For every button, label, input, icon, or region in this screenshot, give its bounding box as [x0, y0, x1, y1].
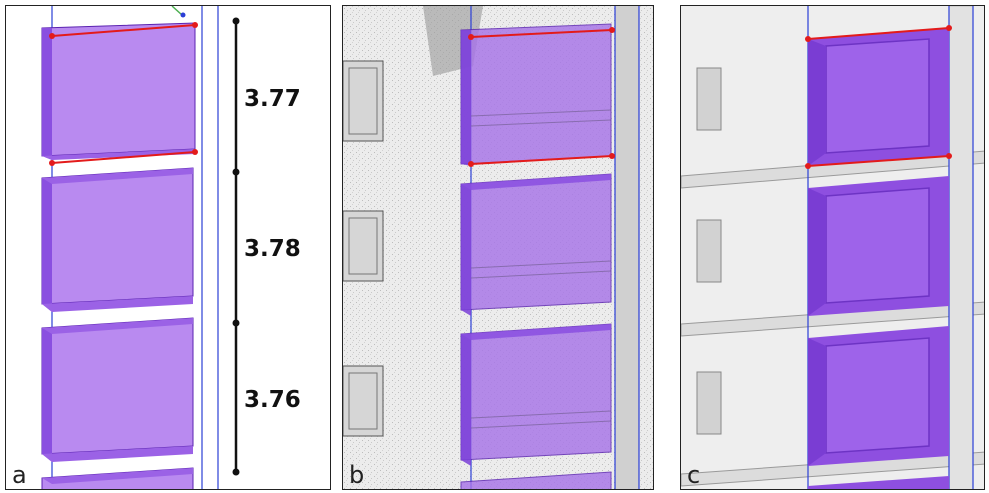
- window: [343, 210, 384, 282]
- volume-block: [808, 176, 949, 316]
- measurement-label: 3.78: [244, 236, 301, 262]
- panel-a-drawing: [41, 6, 240, 489]
- volume-block: [460, 23, 612, 166]
- volume-block: [808, 326, 949, 466]
- measurement-label: 3.76: [244, 387, 301, 413]
- panel-label: c: [687, 461, 701, 489]
- window: [696, 219, 722, 283]
- volume-block: [808, 28, 949, 166]
- panel-a: 3.77 3.78 3.76 a: [5, 5, 331, 490]
- panel-b: b: [342, 5, 654, 490]
- highlight-line: [470, 155, 613, 165]
- panel-c-drawing: [681, 6, 984, 489]
- window: [696, 371, 722, 435]
- volume-block: [460, 471, 612, 489]
- window: [343, 60, 384, 142]
- highlight-line: [51, 151, 196, 164]
- window: [696, 67, 722, 131]
- volume-block: [41, 317, 194, 462]
- highlight-line: [470, 29, 613, 38]
- highlight-line: [51, 24, 196, 37]
- volume-block: [460, 173, 612, 316]
- measurement-label: 3.77: [244, 86, 301, 112]
- highlight-line: [807, 27, 950, 40]
- volume-block: [41, 22, 196, 160]
- highlight-line: [807, 155, 950, 167]
- panel-label: a: [12, 461, 27, 489]
- volume-block: [41, 467, 194, 489]
- volume-block: [41, 167, 194, 312]
- window: [343, 365, 384, 437]
- panel-label: b: [349, 461, 365, 489]
- panel-b-drawing: [343, 6, 653, 489]
- volume-block: [460, 323, 612, 466]
- panel-c: c: [680, 5, 985, 490]
- volume-block: [808, 476, 949, 489]
